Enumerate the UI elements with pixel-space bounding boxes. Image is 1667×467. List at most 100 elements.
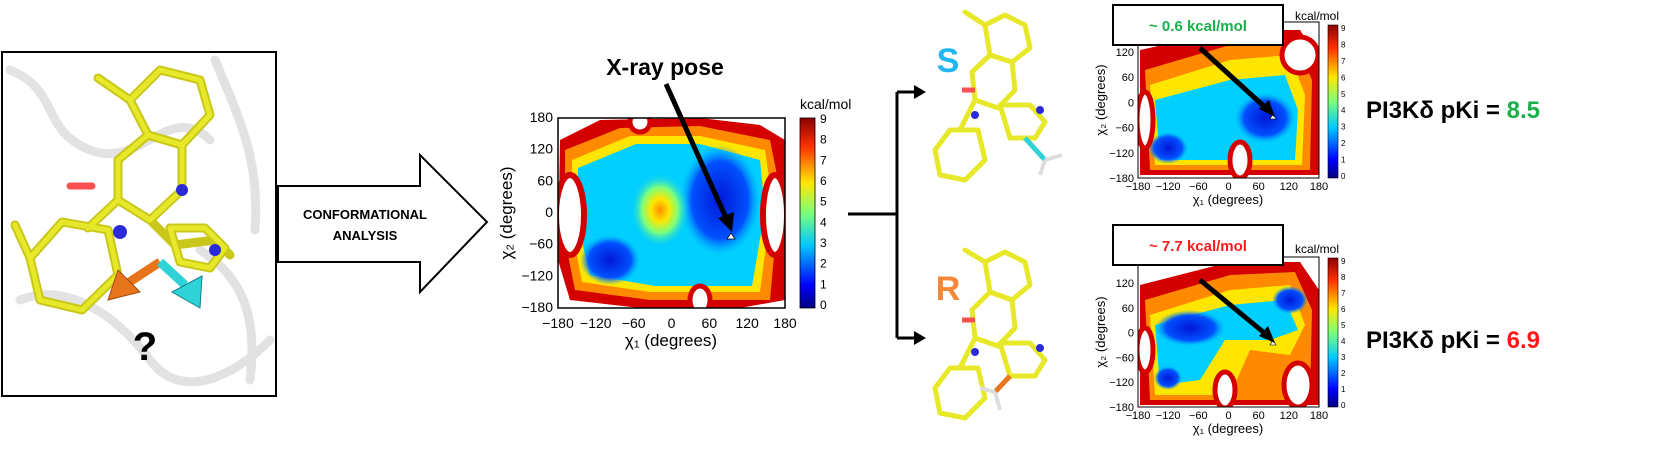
r-branch: R [932,224,1540,436]
question-mark: ? [133,325,157,369]
s-pki-value: 8.5 [1507,97,1540,124]
s-energy-callout [1112,4,1284,46]
center-colorbar-label: kcal/mol [800,96,851,112]
r-cbar-tick: 4 [1341,337,1346,346]
s-x-tick: −120 [1156,181,1181,193]
s-y-axis-label: χ₂ (degrees) [1093,64,1108,135]
center-cbar-tick: 6 [820,174,827,188]
center-y-tick: 60 [537,172,553,188]
r-enantiomer-label: R [936,270,961,308]
center-y-tick: 180 [530,109,554,125]
center-x-axis-label: χ₁ (degrees) [625,331,717,350]
s-x-tick: 0 [1225,181,1231,193]
s-y-tick: 0 [1128,97,1134,109]
s-pki-label: PI3Kδ pKi = 8.5 [1366,97,1540,124]
s-pointer-arrow [1198,46,1270,112]
r-cbar-tick: 8 [1341,273,1346,282]
center-cbar-tick: 3 [820,236,827,250]
center-x-tick: −120 [580,315,612,331]
r-y-tick: 0 [1128,328,1134,340]
r-ligand-structure [932,247,1048,421]
center-y-tick: −120 [521,267,553,283]
s-cbar-tick: 2 [1341,139,1346,148]
r-cbar-tick: 3 [1341,353,1346,362]
orange-vector-arrow [107,258,163,301]
r-y-tick: 120 [1116,278,1134,290]
center-cbar-tick: 5 [820,195,827,209]
branch-connector [848,90,918,340]
s-y-tick: 60 [1122,72,1134,84]
cyan-vector-arrow [156,258,203,309]
r-y-tick: −180 [1109,402,1134,414]
r-energy-callout [1112,224,1284,266]
center-cbar-tick: 1 [820,277,827,291]
xray-pose-marker [726,232,736,240]
r-methyl-group [979,374,1012,411]
center-cbar-tick: 4 [820,215,827,229]
s-x-tick: 180 [1310,181,1328,193]
conformational-analysis-arrow: CONFORMATIONAL ANALYSIS [277,152,489,295]
xray-pose-label: X-ray pose [606,54,724,80]
s-methyl-group [1023,136,1063,176]
s-cbar-tick: 1 [1341,156,1346,165]
r-colorbar-label: kcal/mol [1295,242,1339,256]
r-cbar-tick: 9 [1341,257,1346,266]
r-x-tick: 120 [1280,410,1298,422]
center-x-tick: 60 [702,315,718,331]
s-cbar-tick: 0 [1341,172,1346,181]
arrow-label-line1: CONFORMATIONAL [303,207,427,222]
center-cbar-tick: 8 [820,133,827,147]
center-colorbar [799,117,816,309]
s-x-tick: 120 [1280,181,1298,193]
s-cbar-tick: 4 [1341,106,1346,115]
r-x-axis-label: χ₁ (degrees) [1193,421,1263,436]
s-y-tick: −60 [1115,123,1134,135]
s-enantiomer-label: S [937,42,960,80]
center-y-tick: 0 [545,204,553,220]
center-y-axis-label: χ₂ (degrees) [497,166,516,259]
center-y-tick: 120 [530,141,554,157]
s-y-tick: −120 [1109,148,1134,160]
r-y-tick: −60 [1115,352,1134,364]
s-x-axis-label: χ₁ (degrees) [1193,192,1263,207]
r-cbar-tick: 0 [1341,401,1346,410]
nitrogen-atom [113,225,127,239]
s-cbar-tick: 3 [1341,123,1346,132]
r-cbar-tick: 1 [1341,385,1346,394]
s-ligand-structure [932,9,1048,183]
s-cbar-tick: 5 [1341,90,1346,99]
r-pki-label: PI3Kδ pKi = 6.9 [1366,327,1540,354]
protein-ribbon [5,55,275,387]
r-x-tick: −180 [1126,410,1151,422]
r-cbar-tick: 2 [1341,369,1346,378]
s-cbar-tick: 9 [1341,24,1346,33]
r-x-tick: 0 [1225,410,1231,422]
r-energy-callout-text: ~ 7.7 kcal/mol [1149,238,1247,255]
s-x-tick: 60 [1253,181,1265,193]
center-y-tick: −180 [521,299,553,315]
s-cbar-tick: 6 [1341,73,1346,82]
center-cbar-tick: 9 [820,112,827,126]
xray-pointer-arrow [663,82,730,222]
r-y-tick: −120 [1109,377,1134,389]
r-pointer-arrow [1198,278,1270,338]
center-cbar-tick: 0 [820,298,827,312]
r-x-tick: 60 [1253,410,1265,422]
center-x-tick: 120 [735,315,759,331]
r-energy-map [1138,257,1319,407]
center-y-tick: −60 [529,236,553,252]
s-y-tick: 120 [1116,47,1134,59]
r-y-axis-label: χ₂ (degrees) [1093,296,1108,367]
r-pki-value: 6.9 [1507,327,1540,354]
r-cbar-tick: 6 [1341,305,1346,314]
r-y-tick: 60 [1122,303,1134,315]
center-x-tick: −180 [542,315,574,331]
center-x-tick: −60 [622,315,646,331]
s-x-tick: −180 [1126,181,1151,193]
center-x-tick: 180 [773,315,797,331]
s-energy-map [1138,22,1319,178]
r-x-tick: 180 [1310,410,1328,422]
r-x-tick: −120 [1156,410,1181,422]
